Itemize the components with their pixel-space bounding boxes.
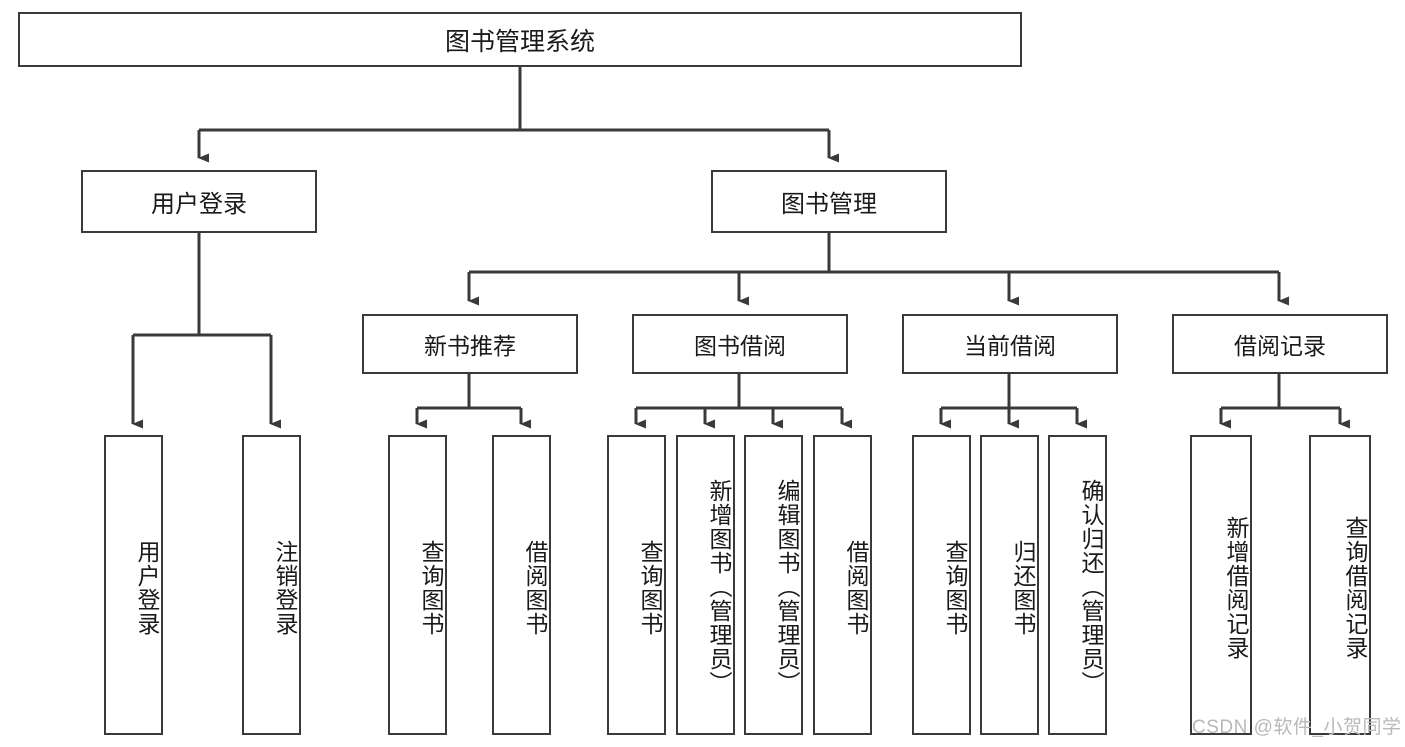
node-label: 查询借阅记录 — [1342, 516, 1368, 660]
node-label: 新增图书（管理员） — [706, 479, 732, 695]
csdn-watermark: CSDN @软件_小贺同学 — [1192, 717, 1402, 738]
node-leaf-query-book-recommend[interactable]: 查询图书 — [388, 435, 447, 735]
node-new-book-recommend[interactable]: 新书推荐 — [362, 314, 578, 374]
node-leaf-edit-book-admin[interactable]: 编辑图书（管理员） — [744, 435, 803, 735]
node-label: 图书借阅 — [694, 333, 786, 359]
node-label: 查询图书 — [418, 540, 444, 636]
node-label: 归还图书 — [1010, 540, 1036, 636]
node-label: 当前借阅 — [964, 333, 1056, 359]
node-label: 用户登录 — [134, 540, 160, 636]
node-label: 图书管理 — [781, 191, 877, 218]
node-label: 确认归还（管理员） — [1078, 479, 1104, 695]
node-label: 新书推荐 — [424, 333, 516, 359]
node-label: 借阅记录 — [1234, 333, 1326, 359]
node-label: 查询图书 — [942, 540, 968, 636]
node-leaf-query-book-current[interactable]: 查询图书 — [912, 435, 971, 735]
node-current-borrow[interactable]: 当前借阅 — [902, 314, 1118, 374]
node-user-login[interactable]: 用户登录 — [81, 170, 317, 233]
node-leaf-borrow-book[interactable]: 借阅图书 — [813, 435, 872, 735]
node-leaf-add-book-admin[interactable]: 新增图书（管理员） — [676, 435, 735, 735]
node-leaf-query-book-borrow[interactable]: 查询图书 — [607, 435, 666, 735]
node-leaf-query-borrow-record[interactable]: 查询借阅记录 — [1309, 435, 1371, 735]
node-book-management[interactable]: 图书管理 — [711, 170, 947, 233]
node-label: 用户登录 — [151, 191, 247, 218]
node-label: 借阅图书 — [522, 540, 548, 636]
node-leaf-user-logout[interactable]: 注销登录 — [242, 435, 301, 735]
node-leaf-user-login[interactable]: 用户登录 — [104, 435, 163, 735]
node-label: 注销登录 — [272, 540, 298, 636]
node-leaf-borrow-book-recommend[interactable]: 借阅图书 — [492, 435, 551, 735]
node-leaf-return-book[interactable]: 归还图书 — [980, 435, 1039, 735]
node-label: 图书管理系统 — [444, 27, 595, 56]
node-label: 新增借阅记录 — [1223, 516, 1249, 660]
node-leaf-confirm-return-admin[interactable]: 确认归还（管理员） — [1048, 435, 1107, 735]
node-leaf-add-borrow-record[interactable]: 新增借阅记录 — [1190, 435, 1252, 735]
node-borrow-record[interactable]: 借阅记录 — [1172, 314, 1388, 374]
node-label: 查询图书 — [637, 540, 663, 636]
node-root-system[interactable]: 图书管理系统 — [18, 12, 1022, 67]
node-book-borrow[interactable]: 图书借阅 — [632, 314, 848, 374]
node-label: 借阅图书 — [843, 540, 869, 636]
node-label: 编辑图书（管理员） — [774, 479, 800, 695]
